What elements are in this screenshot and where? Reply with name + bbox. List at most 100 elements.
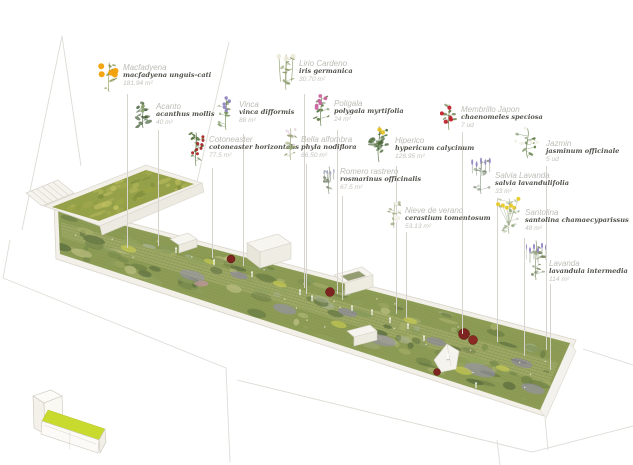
salvia-lavanda-icon <box>470 156 492 199</box>
acanto-icon <box>133 100 153 133</box>
plant-area: 5 ud <box>546 156 559 164</box>
plant-latin: santolina chamaecyparissus <box>525 216 629 225</box>
plant-latin: acanthus mollis <box>156 110 215 119</box>
plant-latin: vinca difformis <box>239 108 295 117</box>
plant-name: Poligala <box>334 99 363 108</box>
plant-latin: lavandula intermedia <box>549 267 628 276</box>
leader-line-jazmin <box>546 166 547 350</box>
plant-area: 181.94 m² <box>123 80 153 88</box>
plant-name: Acanto <box>156 102 181 111</box>
terrace-stairs <box>25 179 75 207</box>
leader-line-lavanda <box>550 284 551 370</box>
plant-name: Hiperico <box>395 136 425 145</box>
plant-area: 30.70 m² <box>299 76 326 84</box>
plant-latin: rosmarinus officinalis <box>340 175 422 184</box>
leader-line-macfadyena <box>127 94 128 248</box>
hiperico-icon <box>366 124 392 167</box>
plant-area: 48 m² <box>525 225 542 233</box>
plant-area: 66.50 m² <box>301 152 328 160</box>
plant-name: Vinca <box>239 100 259 109</box>
leader-line-bella-alfombra <box>306 164 307 294</box>
leader-line-romero-rastrero <box>342 196 343 300</box>
plant-latin: polygala myrtifolia <box>334 107 404 116</box>
plant-area: 114 m² <box>549 276 570 284</box>
plant-latin: cotoneaster horizontalis <box>209 143 299 152</box>
plant-name: Jazmin <box>546 139 572 148</box>
plant-name: Lavanda <box>549 259 580 268</box>
plant-area: 88 m² <box>239 117 256 125</box>
building-outline <box>2 35 633 465</box>
poligala-icon <box>311 94 331 131</box>
locator-icon <box>32 389 107 455</box>
lirio-cardeno-icon <box>276 52 296 95</box>
membrillo-japon-icon <box>439 102 458 135</box>
plant-area: 67.5 m² <box>340 184 363 192</box>
plant-latin: iris germanica <box>299 67 353 76</box>
plant-latin: hypericum calycinum <box>395 144 475 153</box>
nieve-de-verano-icon <box>386 200 402 233</box>
plant-name: Nieve de verano <box>405 206 464 215</box>
upper-terrace <box>25 164 205 236</box>
leader-line-acanto <box>158 130 159 246</box>
people-figures <box>174 247 478 390</box>
santolina-icon <box>496 196 522 239</box>
roof-structures <box>169 232 460 373</box>
plant-name: Macfadyena <box>123 63 167 72</box>
roof-vegetation <box>58 208 570 410</box>
terrace-parapet-wall <box>99 182 205 236</box>
lavanda-icon <box>525 238 547 285</box>
plant-area: 33 m² <box>495 188 512 196</box>
cotoneaster-icon <box>186 130 206 171</box>
leader-line-nieve-de-verano <box>406 232 407 318</box>
leader-line-santolina <box>524 238 525 356</box>
plant-latin: chaenomeles speciosa <box>461 113 543 122</box>
jazmin-icon <box>512 126 543 163</box>
plant-latin: jasminum officinale <box>546 147 620 156</box>
plant-area: 53.13 m² <box>405 223 432 231</box>
bella-alfombra-icon <box>283 126 298 165</box>
vinca-icon <box>216 96 236 135</box>
plant-name: Salvia Lavanda <box>495 171 550 180</box>
plant-area: 24 m² <box>334 116 351 124</box>
plant-latin: phyla nodiflora <box>301 143 357 152</box>
plant-latin: salvia lavandulifolia <box>495 179 569 188</box>
leader-line-vinca <box>243 134 244 266</box>
plant-name: Santolina <box>525 208 559 217</box>
plant-name: Membrillo Japon <box>461 105 520 114</box>
leader-line-salvia-lavanda <box>497 198 498 342</box>
plant-latin: macfadyena unguis-cati <box>123 71 212 80</box>
plant-latin: cerastium tomentosum <box>405 214 491 223</box>
plant-name: Lirio Cardeno <box>299 59 348 68</box>
plant-area: 77.5 m² <box>209 152 232 160</box>
plant-name: Bella alfombra <box>301 135 353 144</box>
plant-area: 7 ud <box>461 122 474 130</box>
leader-line-hiperico <box>396 166 397 314</box>
leader-line-cotoneaster <box>212 168 213 258</box>
romero-rastrero-icon <box>321 164 337 199</box>
shrub-accents <box>226 254 478 376</box>
plant-name: Cotoneaster <box>209 135 253 144</box>
macfadyena-icon <box>98 60 120 97</box>
leader-line-membrillo-japon <box>462 132 463 334</box>
leader-line-lirio-cardeno <box>304 94 305 288</box>
plant-area: 126.95 m² <box>395 153 425 161</box>
plant-name: Romero rastrero <box>340 167 399 176</box>
leader-line-poligala <box>337 130 338 294</box>
